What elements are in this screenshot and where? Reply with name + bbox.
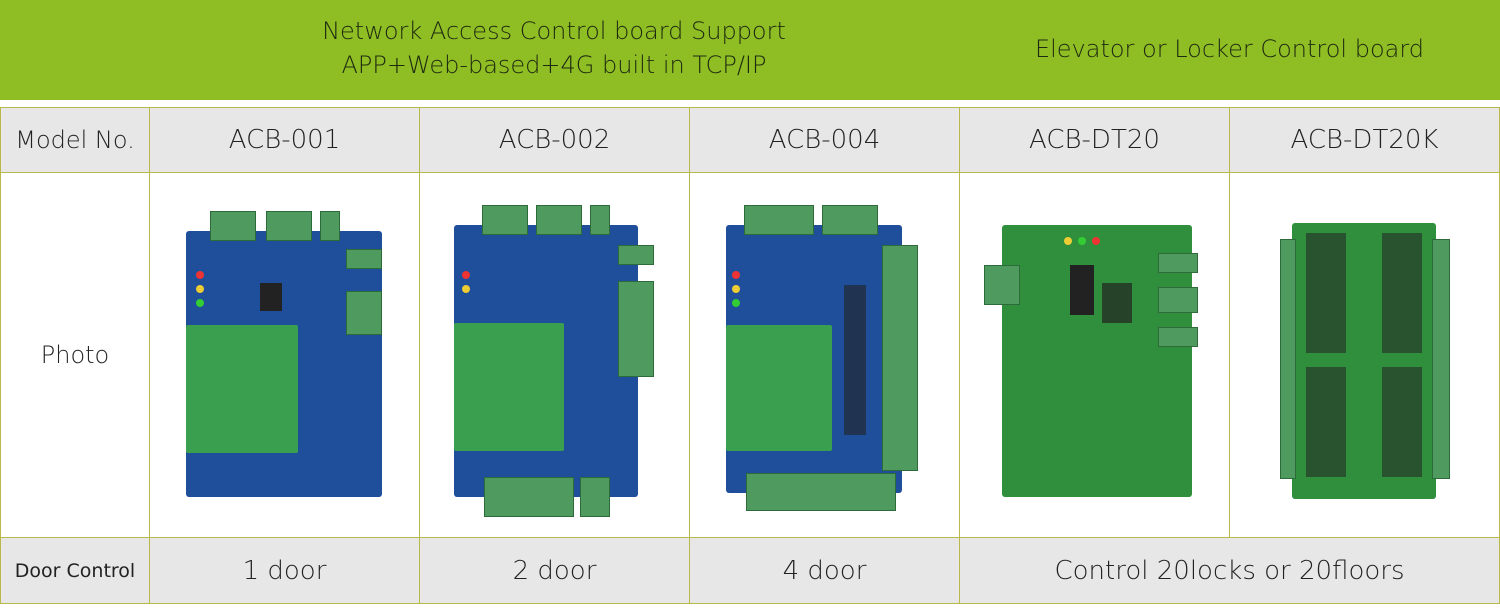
photo-cell-acb-001 bbox=[149, 172, 420, 538]
photo-label: Photo bbox=[0, 172, 150, 538]
model-acb-dt20: ACB-DT20 bbox=[959, 107, 1230, 173]
door-acb-002: 2 door bbox=[419, 537, 690, 604]
board-photo-acb-002 bbox=[454, 205, 654, 517]
photo-cell-acb-dt20k bbox=[1229, 172, 1500, 538]
door-acb-001: 1 door bbox=[149, 537, 420, 604]
board-photo-acb-001 bbox=[186, 211, 382, 497]
network-title-line2: APP+Web-based+4G built in TCP/IP bbox=[341, 51, 767, 79]
door-control-label: Door Control bbox=[0, 537, 150, 604]
board-photo-acb-dt20 bbox=[984, 225, 1198, 497]
model-acb-004: ACB-004 bbox=[689, 107, 960, 173]
network-title-line1: Network Access Control board Support bbox=[322, 17, 786, 45]
model-acb-002: ACB-002 bbox=[419, 107, 690, 173]
photo-cell-acb-dt20 bbox=[959, 172, 1230, 538]
elevator-board-title: Elevator or Locker Control board bbox=[1034, 35, 1425, 63]
board-photo-acb-004 bbox=[726, 205, 918, 511]
door-acb-004: 4 door bbox=[689, 537, 960, 604]
network-board-title: Network Access Control board Support APP… bbox=[149, 14, 959, 82]
photo-cell-acb-004 bbox=[689, 172, 960, 538]
photo-cell-acb-002 bbox=[419, 172, 690, 538]
model-label: Model No. bbox=[0, 107, 150, 173]
door-elevator-locker: Control 20locks or 20floors bbox=[959, 537, 1500, 604]
model-acb-001: ACB-001 bbox=[149, 107, 420, 173]
header-banner: Network Access Control board Support APP… bbox=[0, 0, 1500, 100]
board-photo-acb-dt20k bbox=[1280, 223, 1450, 499]
model-acb-dt20k: ACB-DT20K bbox=[1229, 107, 1500, 173]
